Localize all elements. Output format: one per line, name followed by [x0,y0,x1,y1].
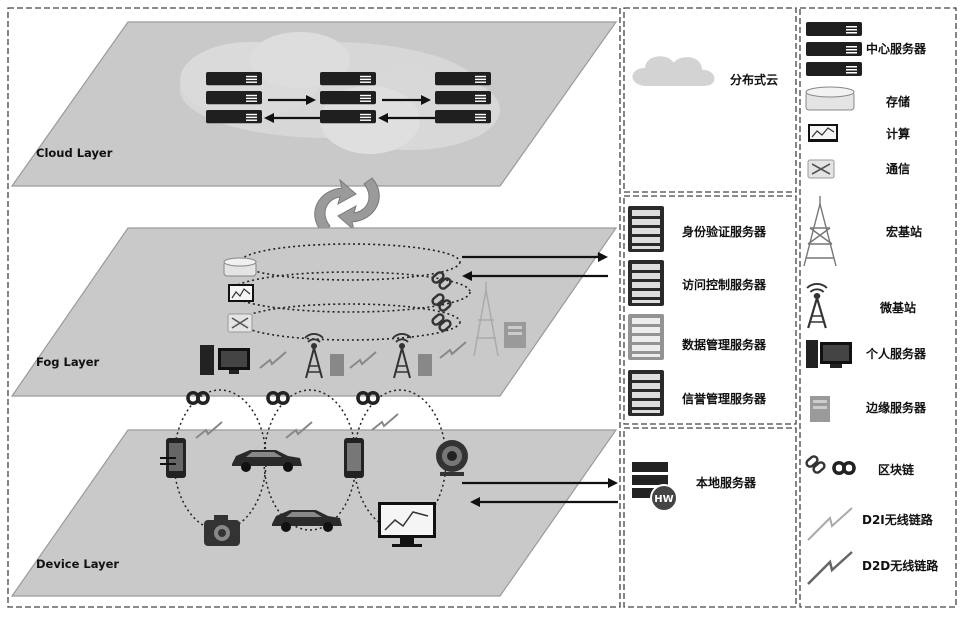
phone-device-2 [344,438,364,478]
hw-badge: HW [654,494,673,505]
legend-edge-server-icon [810,396,830,422]
reputation-server-label: 信誉管理服务器 [682,391,767,406]
legend-blockchain-icon [805,455,854,474]
fog-edge-server-3 [418,354,432,376]
blockchain-loop-3 [358,393,378,404]
legend-communication-label: 通信 [886,161,910,176]
fog-compute-icon [228,284,254,302]
legend-personal-server-icon [806,340,852,368]
legend-central-server-label: 中心服务器 [866,41,927,56]
distributed-cloud-label: 分布式云 [730,72,778,87]
device-layer: Device Layer [12,390,616,596]
identity-server-icon [628,206,664,252]
legend-micro-tower-icon [807,284,827,328]
local-server-label: 本地服务器 [696,475,757,490]
central-server-3 [435,72,491,123]
device-layer-label: Device Layer [36,557,119,571]
legend-blockchain-label: 区块链 [878,462,915,477]
access-control-server-icon [628,260,664,306]
legend-macro-tower-label: 宏基站 [886,224,922,239]
access-control-server-label: 访问控制服务器 [682,277,767,292]
fog-communication-icon [228,314,252,332]
legend-compute-label: 计算 [886,126,910,141]
fog-edge-server-icon [504,322,526,348]
cloud-layer-label: Cloud Layer [36,146,113,160]
legend-storage-label: 存储 [885,94,910,109]
legend-personal-server-label: 个人服务器 [865,346,927,361]
legend-d2i-link-icon [808,508,852,540]
central-server-1 [206,72,262,123]
legend-edge-server-label: 边缘服务器 [865,400,927,415]
fog-storage-icon [224,258,256,276]
distributed-cloud-panel [624,8,796,192]
data-management-server-icon [628,314,664,360]
blockchain-loop-1 [188,393,208,404]
identity-server-label: 身份验证服务器 [682,224,767,239]
cloud-layer: Cloud Layer [12,22,616,186]
legend-central-server-icon [806,22,862,76]
legend-d2d-link-icon [808,552,852,584]
legend-communication-icon [808,160,834,178]
reputation-server-icon [628,370,664,416]
legend-compute-icon [808,124,838,142]
fog-layer-label: Fog Layer [36,355,100,369]
legend-d2i-link-label: D2I无线链路 [862,512,934,527]
fog-edge-server-2 [330,354,344,376]
legend-micro-tower-label: 微基站 [879,300,916,315]
data-management-server-label: 数据管理服务器 [682,337,767,352]
local-server-panel [624,428,796,607]
legend-macro-tower-icon [804,196,836,266]
blockchain-loop-2 [268,393,288,404]
legend-d2d-link-label: D2D无线链路 [862,558,939,573]
device-wireless-link-3 [372,414,398,430]
legend-storage-icon [806,87,854,110]
distributed-cloud-icon [633,56,715,86]
local-server-icon: HW [632,462,677,511]
fog-layer: Fog Layer [12,228,616,396]
central-server-2 [320,72,376,123]
